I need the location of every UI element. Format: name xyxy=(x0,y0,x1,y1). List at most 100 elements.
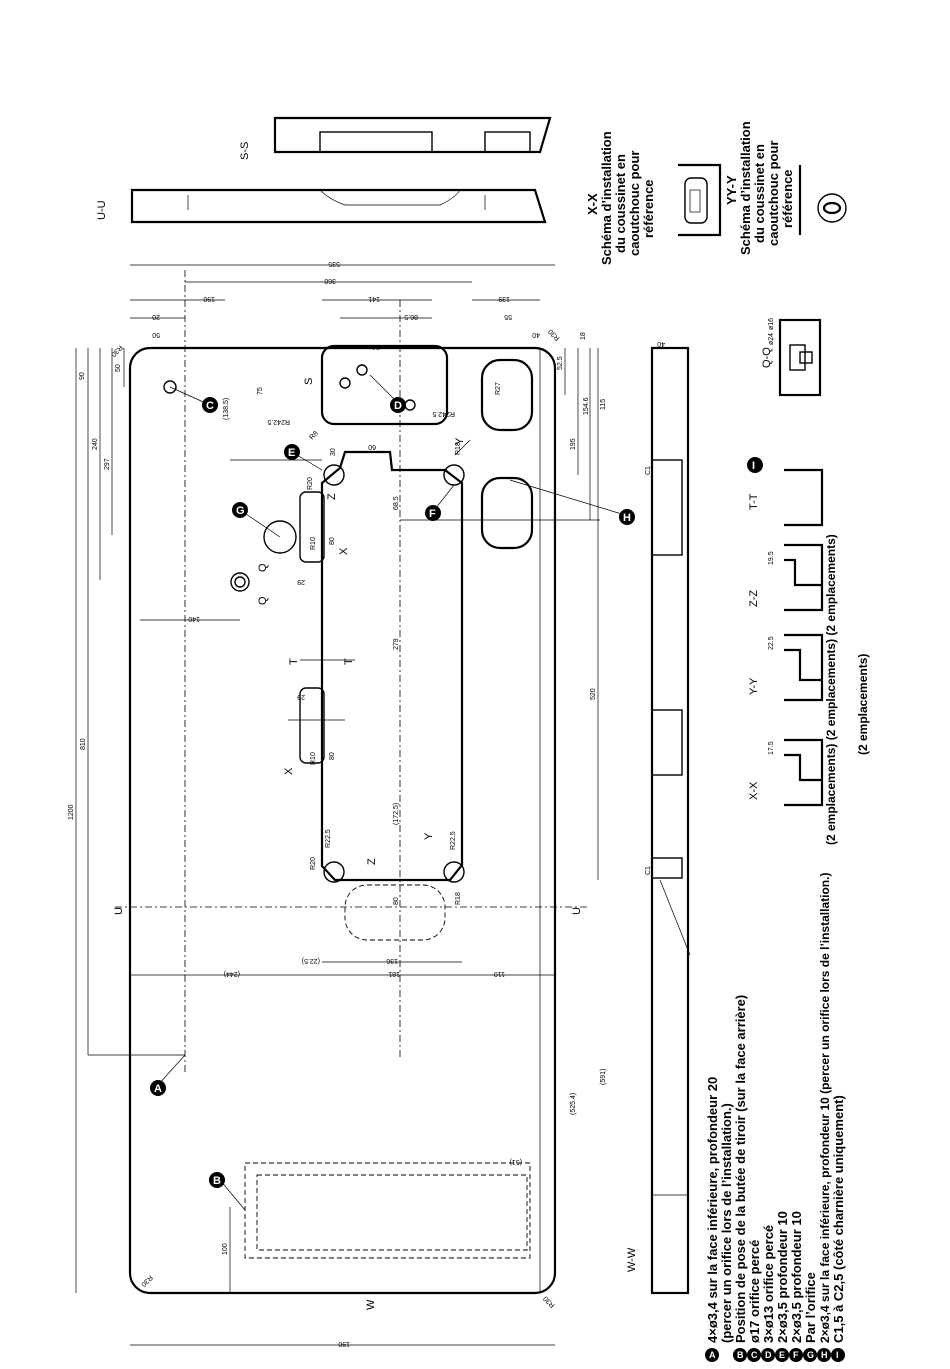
chamfer-c1-b: C1 xyxy=(645,866,652,875)
radius-r30-d: R30 xyxy=(547,327,561,341)
label-xx: X-X xyxy=(748,781,760,800)
section-ww: W-W 40 C1 C1 xyxy=(626,340,691,1295)
dim-195b: 19.5 xyxy=(768,551,775,565)
legend-row-a2: (percer un orifice lors de l’installatio… xyxy=(719,1103,734,1343)
dim-51: (51) xyxy=(510,1158,522,1165)
radius-r18-a: R18 xyxy=(455,442,462,455)
cut-y-b: Y xyxy=(423,832,435,840)
dim-175: 17.5 xyxy=(768,741,775,755)
section-cut-markers: U U W S Q Q T T X X Y Y Z Z xyxy=(113,378,583,1310)
legend-row-a: A 4×ø3,4 sur la face inférieure, profond… xyxy=(705,1077,720,1362)
radius-r20-a: R20 xyxy=(310,857,317,870)
dimension-texts: 1200 810 240 297 90 50 535 360 190 20 50… xyxy=(68,260,607,1347)
dim-50-left: 50 xyxy=(115,364,122,372)
cut-u-right: U xyxy=(571,907,583,915)
section-uu: U-U xyxy=(96,188,547,224)
yy-note-l3: caoutchouc pour xyxy=(766,141,781,246)
marker-d: D xyxy=(390,397,406,413)
dim-190-bottom: 190 xyxy=(338,1340,350,1347)
radius-r8: R8 xyxy=(308,430,319,441)
legend-text-h: 2×ø3,4 sur la face inférieure, profondeu… xyxy=(818,873,832,1343)
rubber-cushion-details: X-X Schéma d’installation du coussinet e… xyxy=(585,121,847,265)
dim-100: 100 xyxy=(222,1243,229,1255)
dim-1200: 1200 xyxy=(68,804,75,820)
marker-f: F xyxy=(425,505,441,521)
emplacement-line-2: (2 emplacements) xyxy=(856,654,870,755)
svg-text:D: D xyxy=(765,1350,772,1360)
radius-r10-a: R10 xyxy=(310,537,317,550)
xx-note-l4: référence xyxy=(641,179,656,238)
dim-240: 240 xyxy=(92,438,99,450)
xx-note-l3: caoutchouc pour xyxy=(627,151,642,256)
dim-18: 18 xyxy=(580,332,587,340)
svg-text:H: H xyxy=(821,1350,828,1360)
dim-o16: ø16 xyxy=(768,318,775,330)
cut-t-a: T xyxy=(288,658,300,665)
cut-t-b: T xyxy=(343,658,355,665)
dimension-lines xyxy=(75,264,600,1346)
cut-w: W xyxy=(365,1299,377,1310)
cut-s: S xyxy=(303,378,315,385)
label-qq: Q-Q xyxy=(761,347,773,368)
legend-text-f: 2×ø3,5 profondeur 10 xyxy=(789,1211,804,1343)
marker-c: C xyxy=(202,397,218,413)
radius-r20-b: R20 xyxy=(307,477,314,490)
dim-o24: ø24 xyxy=(768,333,775,345)
label-ss: S-S xyxy=(239,142,251,160)
legend-row-i: I C1,5 à C2,5 (côté charnière uniquement… xyxy=(831,1095,846,1362)
dim-297: 297 xyxy=(104,458,111,470)
dim-525: (525.4) xyxy=(570,1093,577,1115)
radius-r225-a: R22.5 xyxy=(325,829,332,848)
legend-text-g: Par l’orifice xyxy=(803,1272,818,1343)
dim-40: 40 xyxy=(532,331,540,338)
radius-r225-b: R22.5 xyxy=(450,831,457,850)
svg-text:A: A xyxy=(154,1083,162,1095)
yy-note-title: YY-Y xyxy=(724,175,739,205)
legend-text-b: Position de pose de la butée de tiroir (… xyxy=(733,995,748,1343)
dim-535: 535 xyxy=(328,260,340,267)
cut-y-a: Y xyxy=(454,437,466,445)
radius-r10-b: R10 xyxy=(310,752,317,765)
svg-text:E: E xyxy=(779,1350,785,1360)
cut-z-a: Z xyxy=(326,493,338,500)
radius-r27: R27 xyxy=(495,382,502,395)
legend-text-i: C1,5 à C2,5 (côté charnière uniquement) xyxy=(831,1095,846,1343)
dim-20: 20 xyxy=(152,313,160,320)
svg-text:A: A xyxy=(709,1350,716,1360)
dim-29-a: 29 xyxy=(297,578,305,585)
dim-244: (244) xyxy=(224,970,240,977)
dim-360: 360 xyxy=(324,277,336,284)
xx-note-l2: du coussinet en xyxy=(613,154,628,253)
callout-markers: A B C D E F G H xyxy=(150,374,635,1211)
svg-text:B: B xyxy=(737,1350,744,1360)
dim-172: (172.5) xyxy=(393,803,400,825)
svg-text:G: G xyxy=(236,505,245,517)
dim-195: 195 xyxy=(570,438,577,450)
dim-810: 810 xyxy=(80,738,87,750)
cut-x-b: X xyxy=(338,547,350,555)
label-yy: Y-Y xyxy=(748,677,760,695)
legend-row-c: C ø17 orifice percé xyxy=(747,1240,762,1362)
cut-q-b: Q xyxy=(257,596,269,605)
svg-text:I: I xyxy=(752,460,755,472)
dim-110: 110 xyxy=(494,970,505,977)
dim-52: 52.5 xyxy=(557,356,564,370)
legend-row-g: G Par l’orifice xyxy=(803,1272,818,1362)
legend-text-e: 2×ø3,5 profondeur 10 xyxy=(775,1211,790,1343)
dim-115: 115 xyxy=(600,399,607,410)
svg-text:H: H xyxy=(623,512,631,524)
dim-136: 136 xyxy=(386,957,398,964)
hinge-recesses xyxy=(480,358,534,550)
svg-text:I: I xyxy=(836,1350,839,1360)
xx-note-l1: Schéma d’installation xyxy=(599,131,614,265)
legend: A 4×ø3,4 sur la face inférieure, profond… xyxy=(705,873,846,1362)
small-sections: X-X Y-Y Z-Z T-T 17.5 22.5 19.5 I xyxy=(747,457,824,807)
legend-row-b: B Position de pose de la butée de tiroir… xyxy=(733,995,748,1362)
dim-279: 279 xyxy=(393,638,400,650)
dim-30: 30 xyxy=(330,448,337,456)
marker-g: G xyxy=(232,502,248,518)
dim-90: 90 xyxy=(79,372,86,380)
yy-note-l2: du coussinet en xyxy=(752,144,767,243)
svg-text:C: C xyxy=(206,400,214,412)
